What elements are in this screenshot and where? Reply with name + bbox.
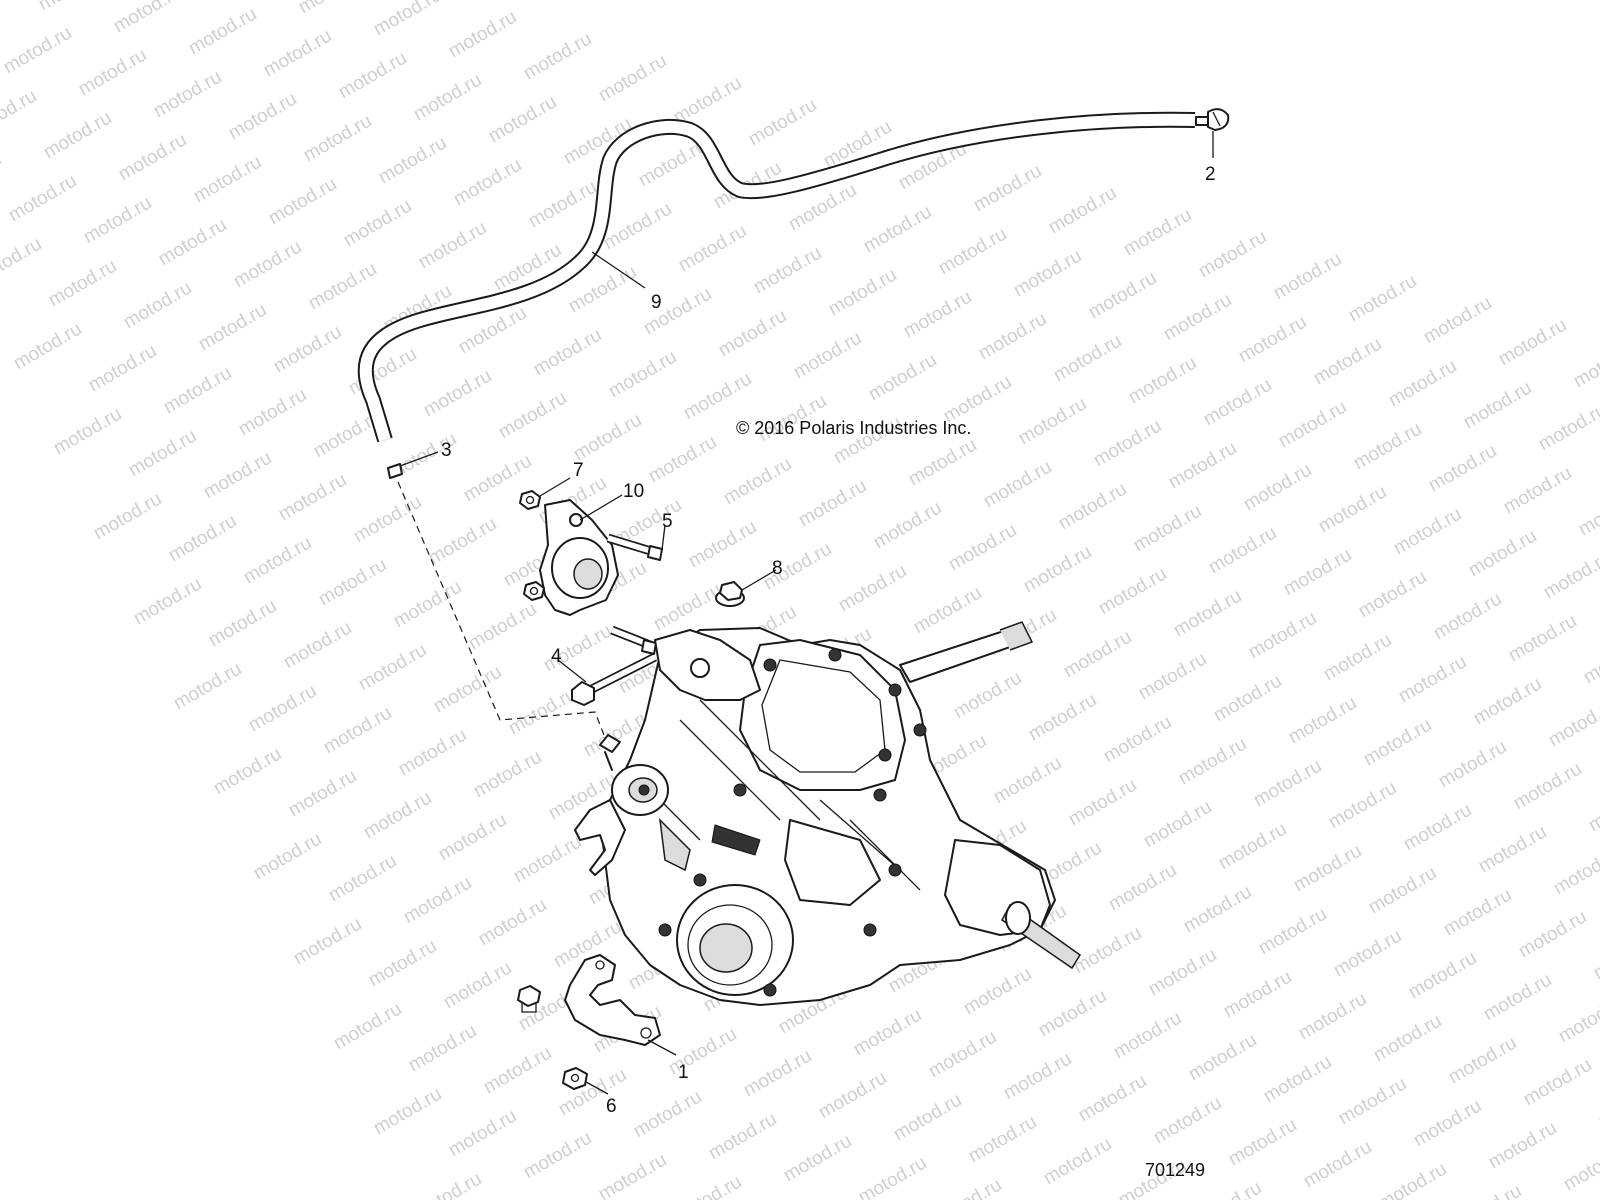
callout-5: 5 [662, 511, 673, 532]
lower-bracket [564, 954, 661, 1046]
transmission-housing [599, 621, 1082, 1006]
sensor-bracket [539, 499, 619, 616]
diagram-number: 701249 [1145, 1160, 1206, 1180]
bolt-bracket [517, 985, 541, 1013]
callout-2: 2 [1205, 164, 1216, 185]
copyright-notice: © 2016 Polaris Industries Inc. [736, 418, 972, 438]
callout-4: 4 [551, 646, 562, 667]
vent-hose [357, 111, 1196, 443]
callout-8: 8 [772, 558, 783, 579]
nut-bracket [523, 581, 545, 601]
leader-lines [399, 131, 1214, 1095]
nut-8 [715, 581, 745, 607]
shift-actuator [574, 734, 691, 876]
bolt-6 [562, 1067, 588, 1090]
callout-3: 3 [441, 440, 452, 461]
callout-10: 10 [623, 481, 644, 502]
hose-fitting [1195, 108, 1230, 131]
nut-7 [519, 490, 541, 510]
callout-labels: 1 2 3 4 5 6 7 8 9 10 [441, 164, 1216, 1117]
callout-1: 1 [678, 1062, 689, 1083]
bolt-4a [571, 652, 658, 706]
hose-clamp [387, 463, 403, 479]
bolt-5 [606, 533, 663, 561]
callout-7: 7 [573, 460, 584, 481]
routing-dashed-line [397, 481, 605, 736]
callout-6: 6 [606, 1096, 617, 1117]
callout-9: 9 [651, 292, 662, 313]
bolt-4b [610, 625, 657, 655]
